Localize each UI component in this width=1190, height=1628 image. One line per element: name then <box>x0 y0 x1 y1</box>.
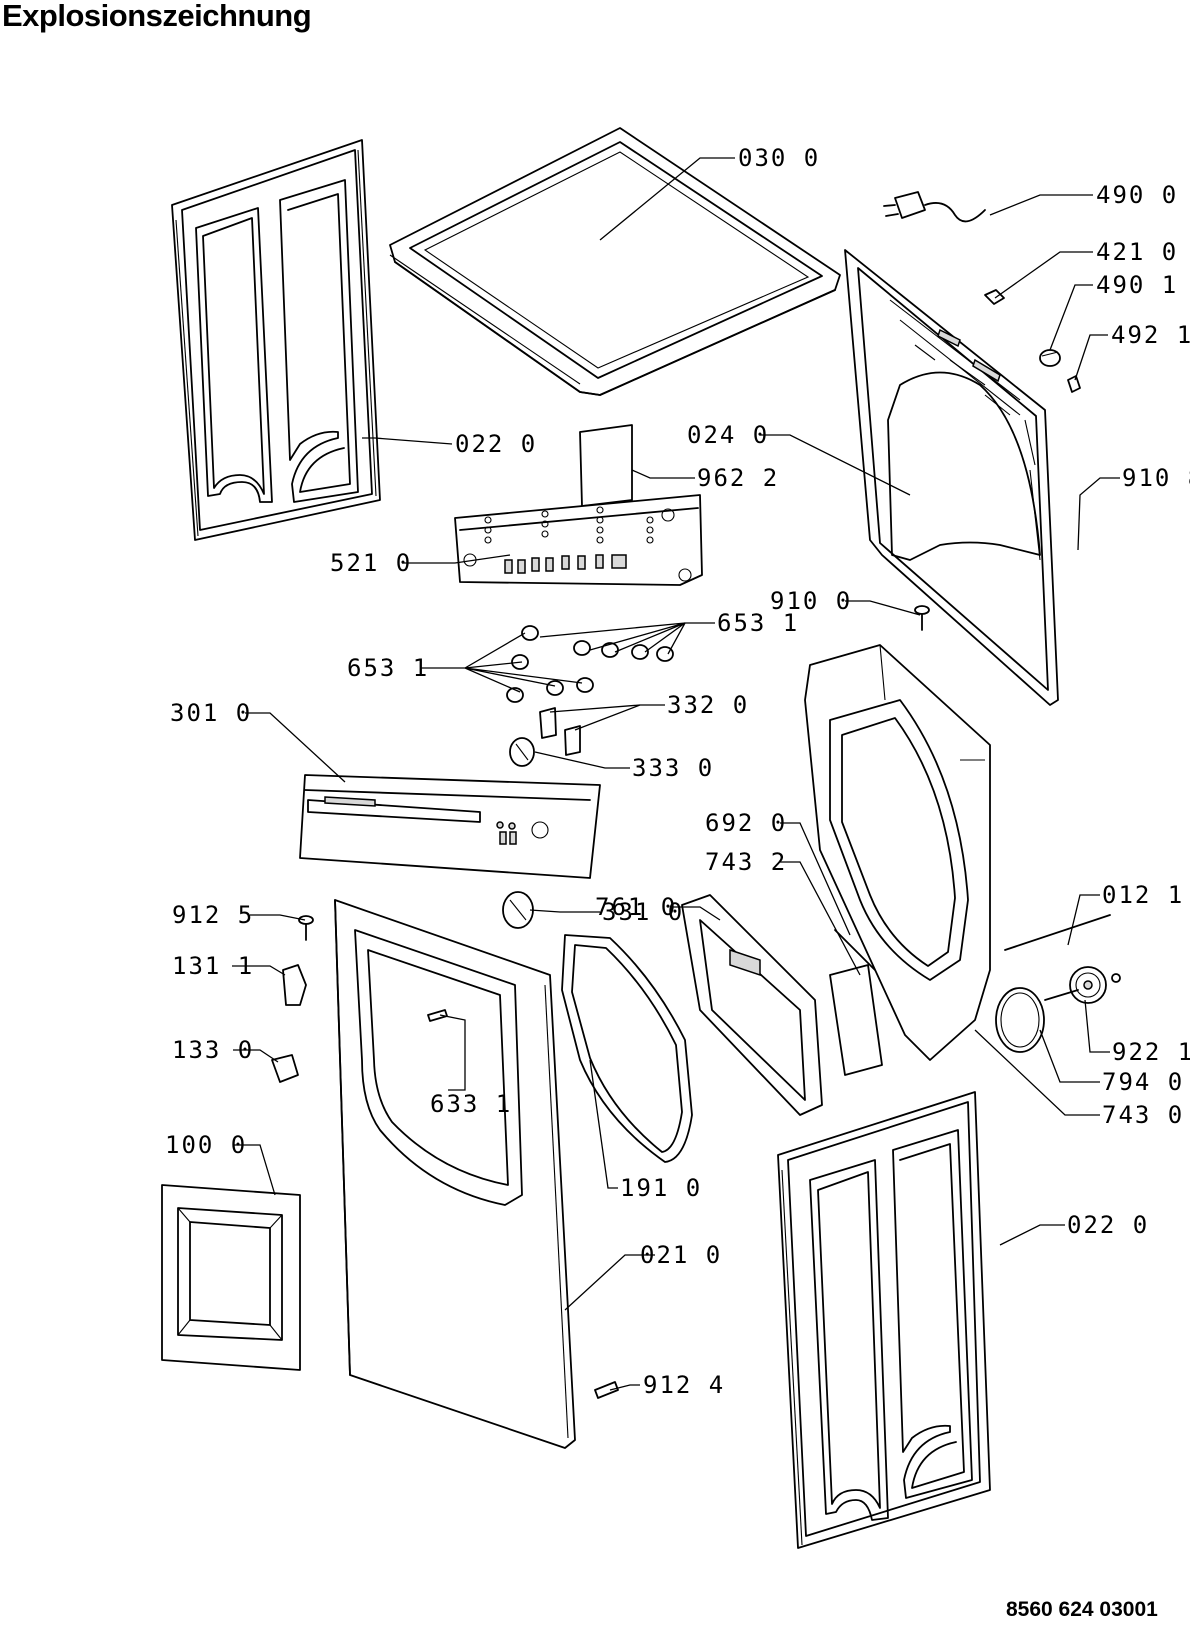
callout-633-1: 633 1 <box>430 1090 512 1118</box>
page-title: Explosionszeichnung <box>2 0 312 33</box>
part-gasket-ring <box>995 987 1045 1053</box>
callout-labels: 030 0 490 0 421 0 490 1 492 1 022 0 024 … <box>165 144 1190 1399</box>
callout-910-8: 910 8 <box>1122 464 1190 492</box>
callout-743-0: 743 0 <box>1102 1101 1184 1129</box>
callout-022-0-left: 022 0 <box>455 430 537 458</box>
part-front-frame <box>804 644 991 1061</box>
callout-030-0: 030 0 <box>738 144 820 172</box>
callout-333-0: 333 0 <box>632 754 714 782</box>
callout-331-0: 331 0 <box>602 898 684 926</box>
callout-653-1-left: 653 1 <box>347 654 429 682</box>
part-screw-912-4 <box>594 1381 619 1399</box>
callout-022-0-right: 022 0 <box>1067 1211 1149 1239</box>
document-number: 8560 624 03001 <box>1006 1598 1158 1621</box>
callout-794-0: 794 0 <box>1102 1068 1184 1096</box>
part-top-cover <box>389 127 841 396</box>
part-knob-333 <box>509 737 535 767</box>
part-back-panel <box>844 249 1059 706</box>
part-clip-492-1 <box>1067 375 1081 393</box>
callout-910-0: 910 0 <box>770 587 852 615</box>
part-connector-490-1 <box>1039 349 1061 367</box>
callout-100-0: 100 0 <box>165 1131 247 1159</box>
part-filter-holder <box>681 894 823 1116</box>
callout-962-2: 962 2 <box>697 464 779 492</box>
leader-lines <box>232 157 1120 1391</box>
callout-743-2: 743 2 <box>705 848 787 876</box>
part-rear-bearing <box>1004 914 1121 1004</box>
part-screw-912-5 <box>298 915 314 941</box>
part-filter-743-2 <box>829 964 883 1076</box>
callout-492-1: 492 1 <box>1111 321 1190 349</box>
callout-922-1: 922 1 <box>1112 1038 1190 1066</box>
callout-912-4: 912 4 <box>643 1371 725 1399</box>
callout-012-1: 012 1 <box>1102 881 1184 909</box>
part-side-panel-left <box>171 139 381 541</box>
part-control-board <box>454 494 703 586</box>
callout-653-1-right: 653 1 <box>717 609 799 637</box>
callout-191-0: 191 0 <box>620 1174 702 1202</box>
callout-332-0: 332 0 <box>667 691 749 719</box>
part-side-panel-right <box>777 1091 991 1549</box>
callout-490-1: 490 1 <box>1096 271 1178 299</box>
callout-692-0: 692 0 <box>705 809 787 837</box>
callout-021-0: 021 0 <box>640 1241 722 1269</box>
callout-421-0: 421 0 <box>1096 238 1178 266</box>
part-door-seal <box>561 934 693 1163</box>
part-hinge-133 <box>271 1054 299 1083</box>
part-hinge-131 <box>282 964 307 1006</box>
part-screw-910-0 <box>914 605 930 631</box>
part-power-cord <box>883 191 986 223</box>
part-buttons <box>506 625 674 703</box>
callout-521-0: 521 0 <box>330 549 412 577</box>
callout-131-1: 131 1 <box>172 952 254 980</box>
part-kickplate <box>161 1184 301 1371</box>
part-control-fascia <box>299 774 601 879</box>
part-slides <box>539 707 581 756</box>
part-knob-331 <box>502 891 534 929</box>
part-small-block-421 <box>984 289 1005 305</box>
callout-761-0: 761 0 <box>595 893 677 921</box>
part-front-panel <box>334 899 576 1449</box>
callout-301-0: 301 0 <box>170 699 252 727</box>
callout-490-0: 490 0 <box>1096 181 1178 209</box>
callout-133-0: 133 0 <box>172 1036 254 1064</box>
callout-024-0: 024 0 <box>687 421 769 449</box>
part-label-sheet <box>579 424 633 507</box>
callout-912-5: 912 5 <box>172 901 254 929</box>
